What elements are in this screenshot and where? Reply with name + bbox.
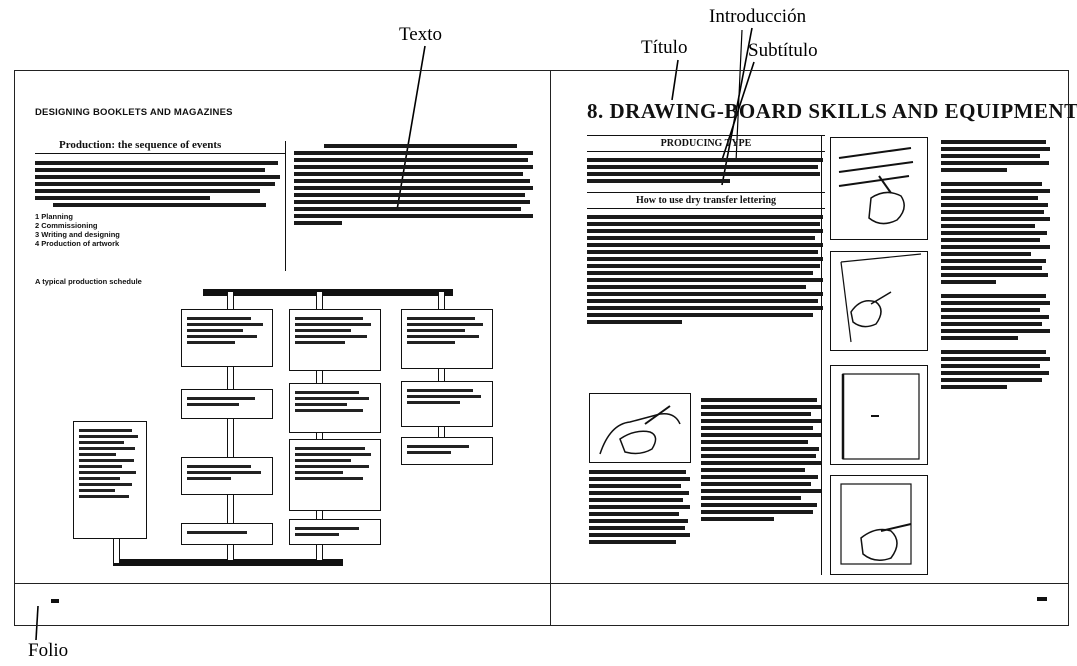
list-item: 4 Production of artwork xyxy=(35,239,120,248)
flow-box xyxy=(289,439,381,511)
schedule-caption: A typical production schedule xyxy=(35,277,142,286)
illustration-hand-applying-letters xyxy=(589,393,691,463)
flow-box xyxy=(73,421,147,539)
annotation-introduccion: Introducción xyxy=(709,6,807,27)
caption-column xyxy=(941,137,1051,392)
list-item: 2 Commissioning xyxy=(35,221,98,230)
flow-box xyxy=(181,309,273,367)
dry-transfer-body xyxy=(587,212,825,327)
annotation-texto: Texto xyxy=(399,24,442,45)
flow-box xyxy=(289,383,381,433)
flow-bottom-bar xyxy=(113,559,343,566)
flow-box xyxy=(181,523,273,545)
illustration-sheet xyxy=(830,365,928,465)
flow-box xyxy=(289,309,381,371)
section-body xyxy=(35,158,285,210)
flow-connector xyxy=(113,536,120,564)
footer-rule xyxy=(15,583,1068,584)
flow-box xyxy=(401,381,493,427)
flow-box xyxy=(181,389,273,419)
caption-text xyxy=(589,467,691,547)
producing-type-intro xyxy=(587,155,825,186)
production-list: 1 Planning 2 Commissioning 3 Writing and… xyxy=(35,212,285,248)
producing-type-block: PRODUCING TYPE How to use dry transfer l… xyxy=(587,135,825,327)
section-block: Production: the sequence of events 1 Pla… xyxy=(35,137,285,277)
section-title: Production: the sequence of events xyxy=(35,137,285,154)
chapter-title: 8. DRAWING-BOARD SKILLS AND EQUIPMENT xyxy=(587,99,1077,123)
flow-box xyxy=(401,309,493,369)
flow-box xyxy=(289,519,381,545)
flow-box xyxy=(181,457,273,495)
spine xyxy=(550,71,551,625)
illustration-burnishing xyxy=(830,251,928,351)
list-item: 1 Planning xyxy=(35,212,73,221)
dry-transfer-subheading: How to use dry transfer lettering xyxy=(587,192,825,209)
flow-box xyxy=(401,437,493,465)
list-item: 3 Writing and designing xyxy=(35,230,120,239)
folio-mark-left xyxy=(51,599,59,603)
producing-type-heading: PRODUCING TYPE xyxy=(587,135,825,152)
folio-mark-right xyxy=(1037,597,1047,601)
running-head: DESIGNING BOOKLETS AND MAGAZINES xyxy=(35,107,233,118)
illustration-removing-sheet xyxy=(830,475,928,575)
flow-connector xyxy=(227,291,234,561)
illustration-writing-hand xyxy=(830,137,928,240)
annotation-titulo: Título xyxy=(641,37,688,58)
annotation-folio: Folio xyxy=(28,640,69,661)
caption-text xyxy=(701,395,823,524)
book-spread: DESIGNING BOOKLETS AND MAGAZINES Product… xyxy=(14,70,1077,626)
column-rule xyxy=(821,135,822,575)
flow-top-bar xyxy=(203,289,453,296)
annotation-subtitulo: Subtítulo xyxy=(748,40,818,61)
body-text-column xyxy=(285,141,535,271)
